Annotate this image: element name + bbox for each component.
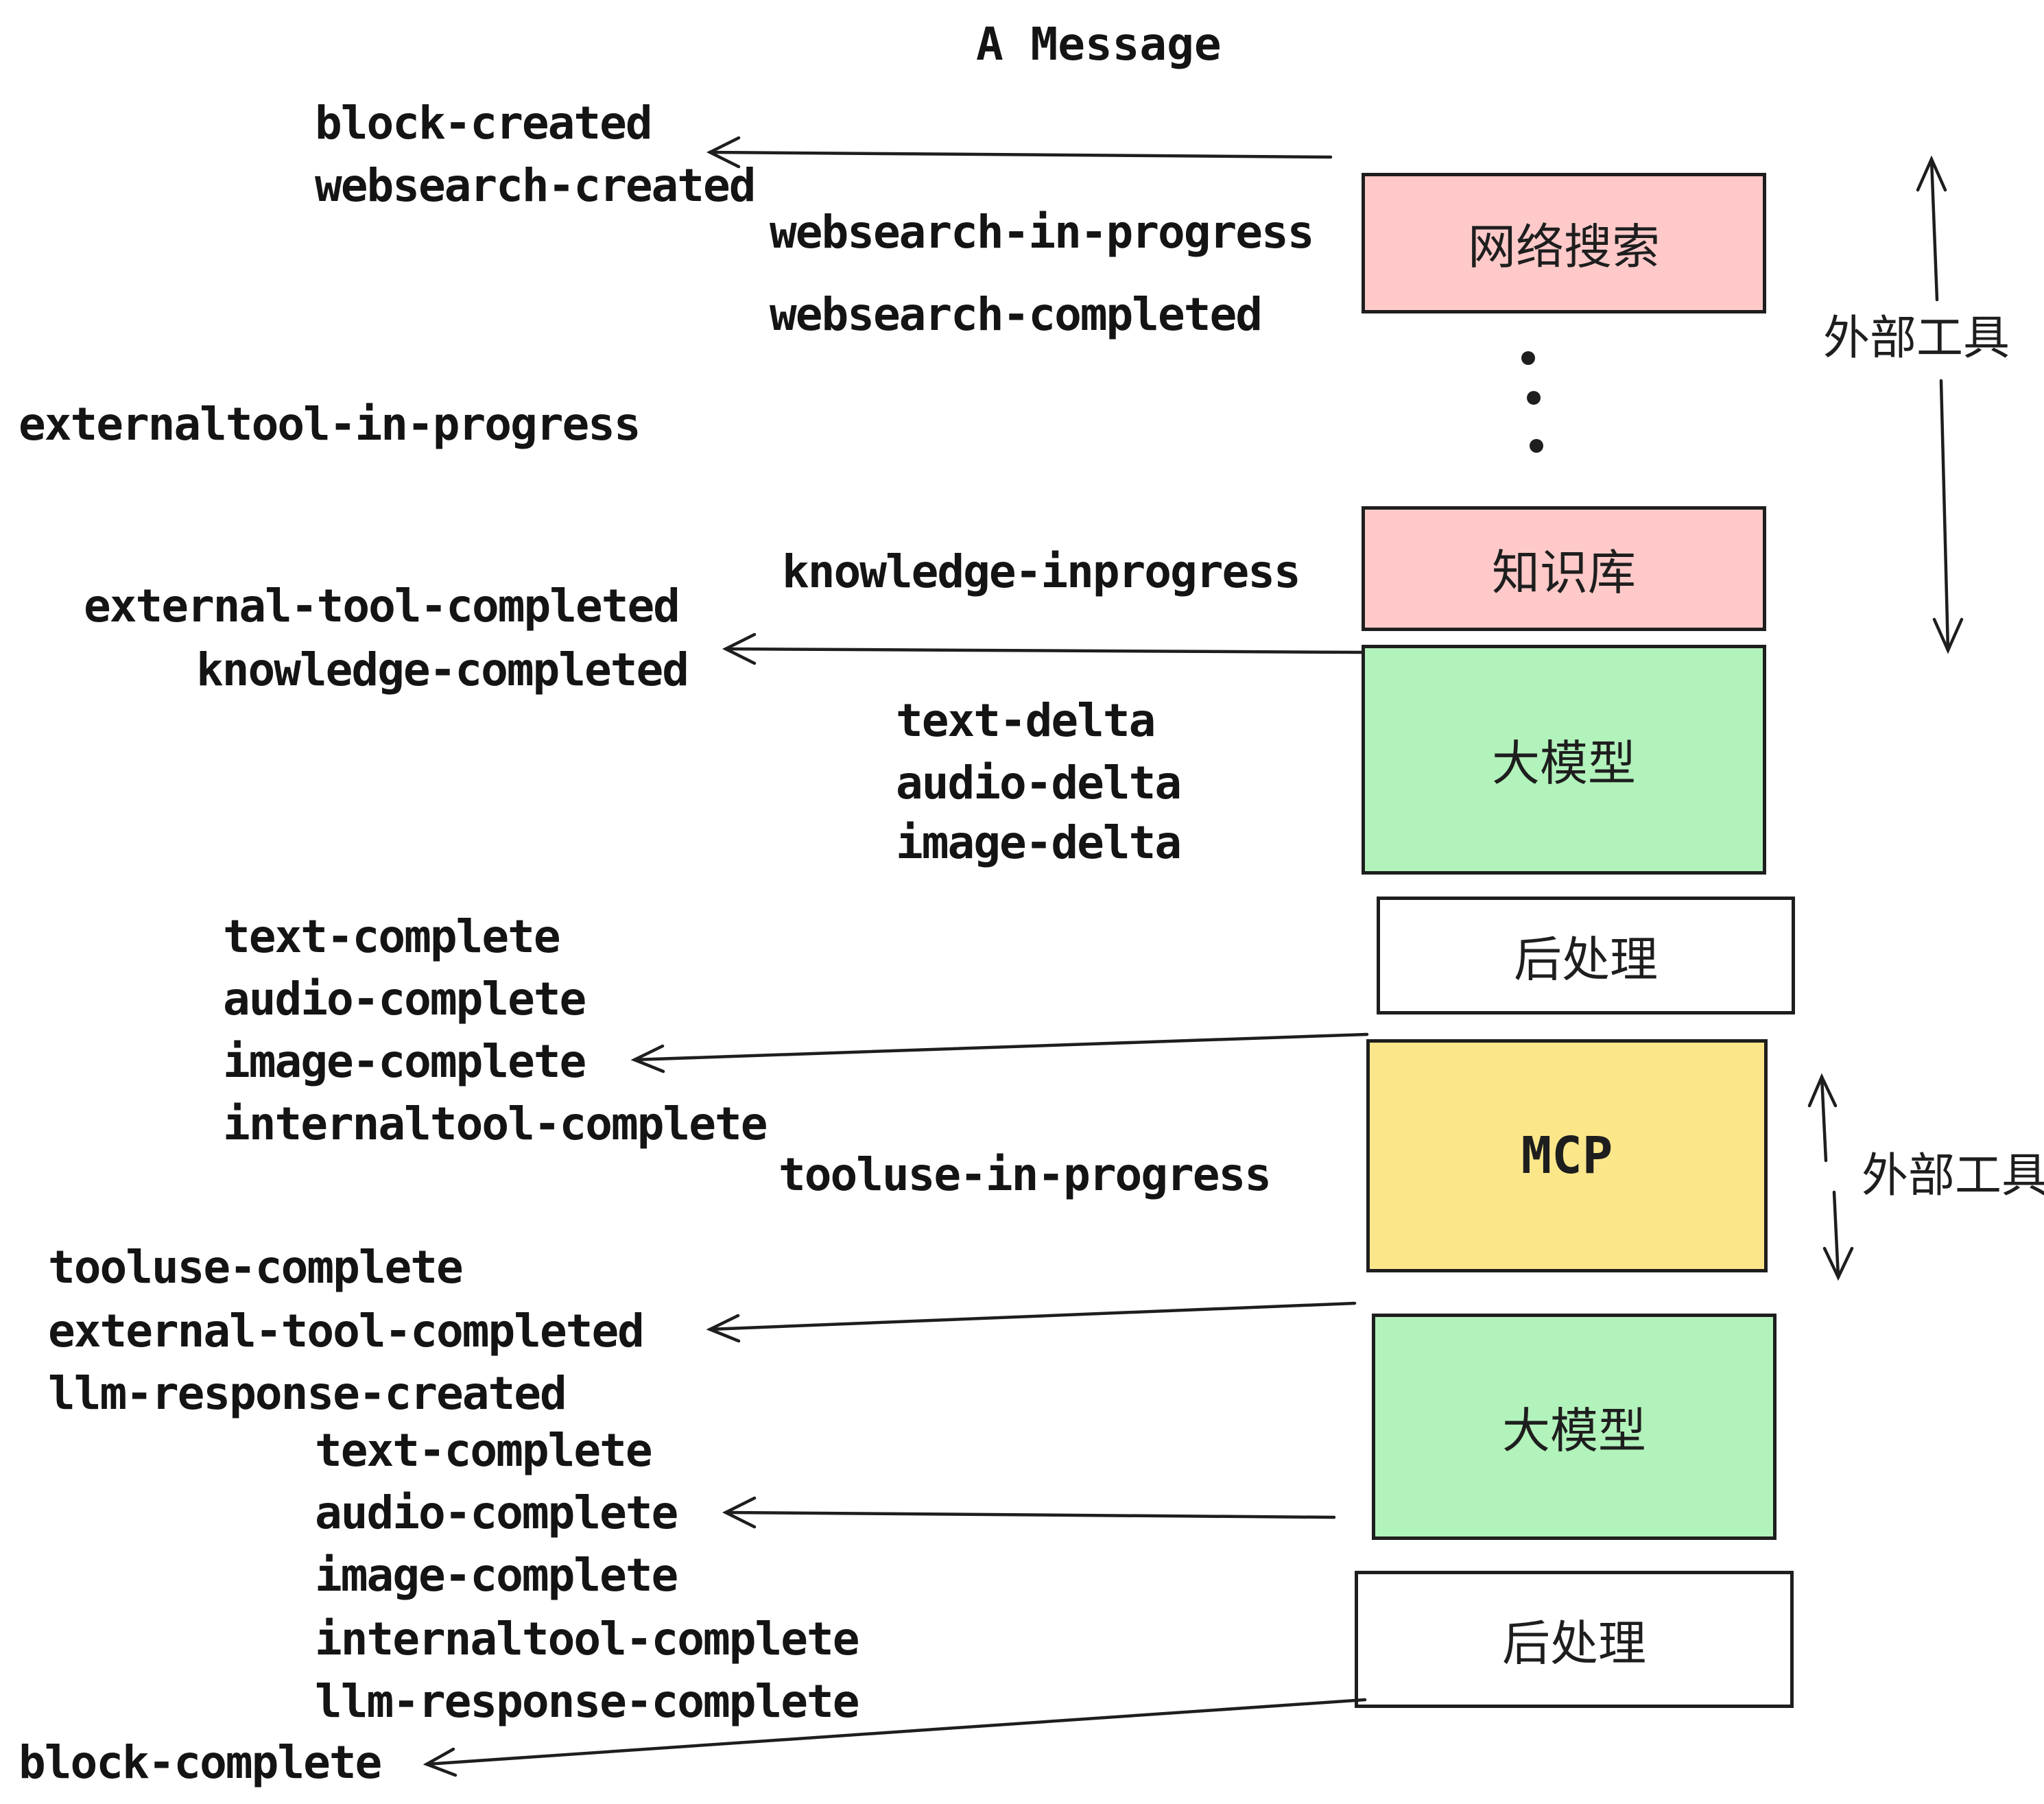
event-label-block-complete: block-complete bbox=[19, 1736, 382, 1789]
box-post-process-1: 后处理 bbox=[1377, 897, 1795, 1014]
event-label-knowledge-completed: knowledge-completed bbox=[196, 643, 689, 696]
event-label-websearch-created: websearch-created bbox=[315, 159, 757, 212]
diagram-title: A Message bbox=[976, 18, 1222, 71]
box-llm-2: 大模型 bbox=[1372, 1314, 1776, 1540]
event-label-text-delta-1: text-delta bbox=[896, 694, 1156, 747]
event-label-block-created: block-created bbox=[315, 97, 653, 150]
box-knowledge-base: 知识库 bbox=[1362, 506, 1766, 631]
event-label-llm-response-complete: llm-response-complete bbox=[315, 1675, 859, 1728]
event-label-tooluse-in-progress: tooluse-in-progress bbox=[779, 1148, 1272, 1201]
event-label-knowledge-inprogress: knowledge-inprogress bbox=[782, 545, 1301, 598]
external-tools-span-arrow-top bbox=[1916, 155, 1964, 654]
side-label-external-tools-bottom: 外部工具 bbox=[1862, 1149, 2044, 1203]
ellipsis-dots bbox=[1521, 351, 1543, 453]
box-web-search-label: 网络搜索 bbox=[1468, 219, 1660, 275]
event-label-internaltool-complete-1: internaltool-complete bbox=[223, 1097, 768, 1150]
arrow-block-complete bbox=[423, 1698, 1367, 1777]
arrow-knowledge-completed bbox=[722, 632, 1364, 665]
arrow-websearch-created bbox=[706, 136, 1333, 169]
box-llm-2-label: 大模型 bbox=[1502, 1402, 1646, 1459]
side-label-external-tools-top: 外部工具 bbox=[1823, 311, 2010, 366]
box-llm-1-label: 大模型 bbox=[1492, 735, 1636, 792]
event-label-websearch-in-progress: websearch-in-progress bbox=[770, 206, 1314, 259]
event-label-websearch-completed: websearch-completed bbox=[770, 288, 1263, 341]
event-label-external-tool-completed: external-tool-completed bbox=[84, 580, 680, 632]
box-post-process-1-label: 后处理 bbox=[1514, 931, 1658, 988]
event-label-image-complete-1: image-complete bbox=[223, 1035, 586, 1088]
box-post-process-2: 后处理 bbox=[1355, 1571, 1794, 1708]
event-label-audio-delta-1: audio-delta bbox=[896, 757, 1182, 809]
event-label-audio-complete-2: audio-complete bbox=[315, 1486, 678, 1539]
arrow-tooluse-complete bbox=[706, 1301, 1357, 1343]
event-label-llm-response-created: llm-response-created bbox=[48, 1367, 567, 1420]
event-label-tooluse-complete: tooluse-complete bbox=[48, 1241, 464, 1294]
box-web-search: 网络搜索 bbox=[1362, 173, 1766, 313]
box-mcp-label: MCP bbox=[1521, 1126, 1613, 1185]
event-label-image-complete-2: image-complete bbox=[315, 1549, 678, 1602]
event-label-external-tool-completed-2: external-tool-completed bbox=[48, 1305, 645, 1357]
box-post-process-2-label: 后处理 bbox=[1502, 1615, 1646, 1672]
box-mcp: MCP bbox=[1366, 1039, 1768, 1272]
external-tools-span-arrow-bottom bbox=[1807, 1073, 1854, 1281]
box-llm-1: 大模型 bbox=[1362, 645, 1766, 875]
event-label-audio-complete-1: audio-complete bbox=[223, 973, 586, 1025]
event-label-text-complete-2: text-complete bbox=[315, 1424, 653, 1477]
arrow-image-complete bbox=[630, 1032, 1369, 1073]
event-label-image-delta-1: image-delta bbox=[896, 816, 1182, 869]
event-label-text-complete-1: text-complete bbox=[223, 910, 561, 963]
event-label-externaltool-in-progress: externaltool-in-progress bbox=[19, 398, 641, 451]
event-label-internaltool-complete-2: internaltool-complete bbox=[315, 1613, 859, 1665]
box-knowledge-base-label: 知识库 bbox=[1492, 544, 1636, 601]
arrow-audio-complete bbox=[722, 1496, 1336, 1529]
